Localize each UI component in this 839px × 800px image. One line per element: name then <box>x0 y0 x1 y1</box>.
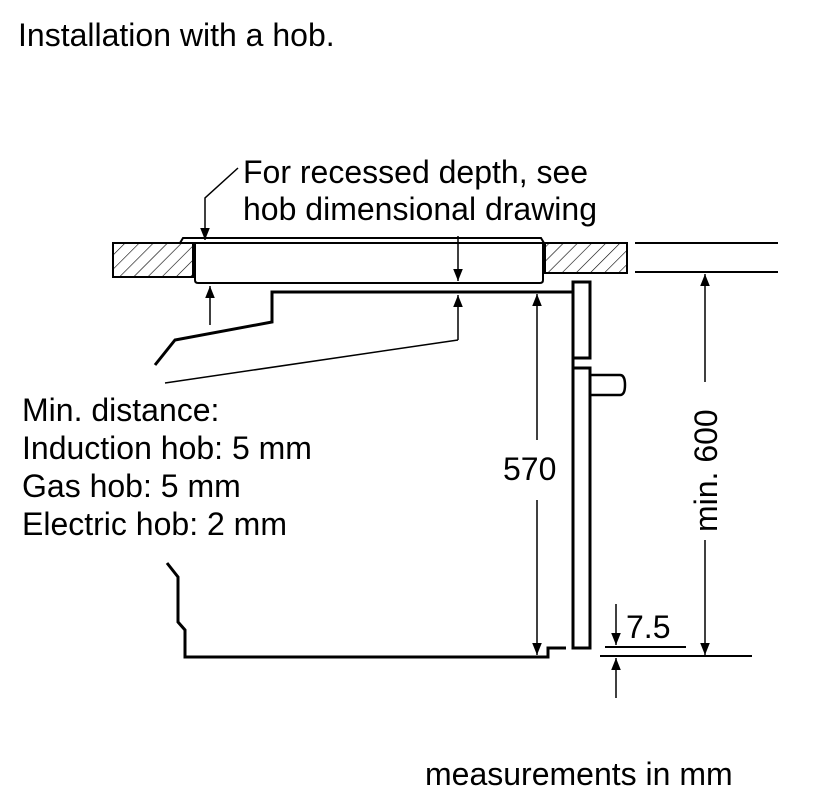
diagram-title: Installation with a hob. <box>18 17 335 53</box>
worktop-left <box>112 242 194 278</box>
dimension-7-5-label: 7.5 <box>626 609 670 645</box>
recessed-note-line2: hob dimensional drawing <box>243 191 597 227</box>
dimension-570-label: 570 <box>503 451 556 487</box>
min-distance-heading: Min. distance: <box>22 392 219 428</box>
dimension-7-5 <box>605 604 686 698</box>
min-distance-electric: Electric hob: 2 mm <box>22 506 287 542</box>
min-distance-gas: Gas hob: 5 mm <box>22 468 241 504</box>
recessed-note-line1: For recessed depth, see <box>243 154 588 190</box>
dimension-600 <box>600 274 752 657</box>
min-distance-induction: Induction hob: 5 mm <box>22 430 312 466</box>
recessed-depth-leader <box>164 167 463 384</box>
oven <box>153 280 627 659</box>
hob <box>178 237 546 284</box>
units-note: measurements in mm <box>425 756 733 792</box>
dimension-600-label: min. 600 <box>688 409 724 532</box>
worktop-right <box>544 242 628 274</box>
